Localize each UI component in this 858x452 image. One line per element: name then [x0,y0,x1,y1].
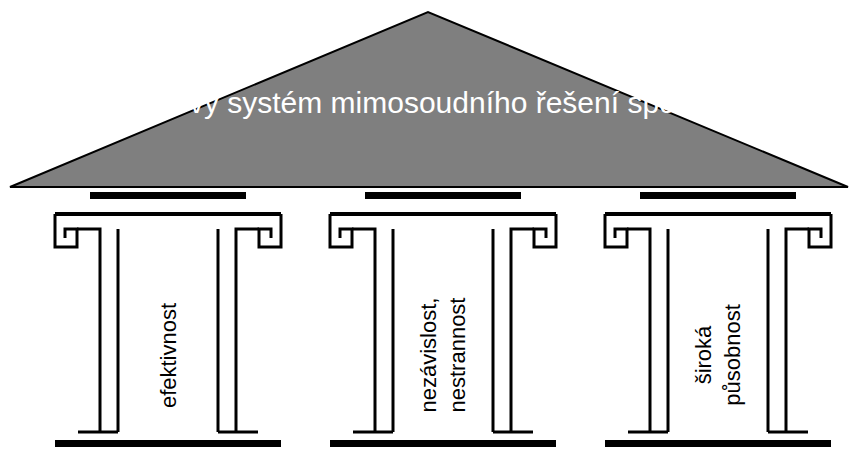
pillar-label: efektivnost [154,285,183,425]
volute [330,214,352,247]
capital-top [605,212,831,216]
volute [534,214,556,247]
volute [259,214,281,247]
column-line [627,229,650,432]
beam [640,192,796,199]
roof-triangle: nový systém mimosoudního řešení sporů [10,12,848,187]
column-line [767,229,770,432]
beam [365,192,521,199]
volute [605,214,627,247]
column-drawing [55,192,281,447]
column-foot [218,431,258,434]
column-base [330,440,556,447]
column-line [236,229,259,432]
column-foot [768,431,808,434]
column-base [605,440,831,447]
column-foot [493,431,533,434]
capital-top [55,212,281,216]
column-drawing [330,192,556,447]
column-drawing [605,192,831,447]
roof-fill [10,12,848,187]
wrap-guide [10,124,429,229]
beam [90,192,246,199]
pillar-label: nezávislost, nestrannost [414,285,472,425]
wrap-guide [429,124,848,229]
column-line [511,229,534,432]
column-foot [78,431,118,434]
column-line [492,229,495,432]
volute [809,214,831,247]
column-line [117,229,120,432]
column-line [667,229,670,432]
column-line [392,229,395,432]
column-line [77,229,100,432]
column-line [786,229,809,432]
capital-top [330,212,556,216]
column-base [55,440,281,447]
pillar-label: široká působnost [689,285,747,425]
column-line [217,229,220,432]
pillar-column: široká působnost [670,262,766,448]
roof-label: nový systém mimosoudního řešení sporů [10,82,848,187]
pillar-column: nezávislost, nestrannost [395,262,491,448]
column-line [352,229,375,432]
column-foot [353,431,393,434]
column-foot [628,431,668,434]
volute [55,214,77,247]
pillar-column: efektivnost [120,262,216,448]
